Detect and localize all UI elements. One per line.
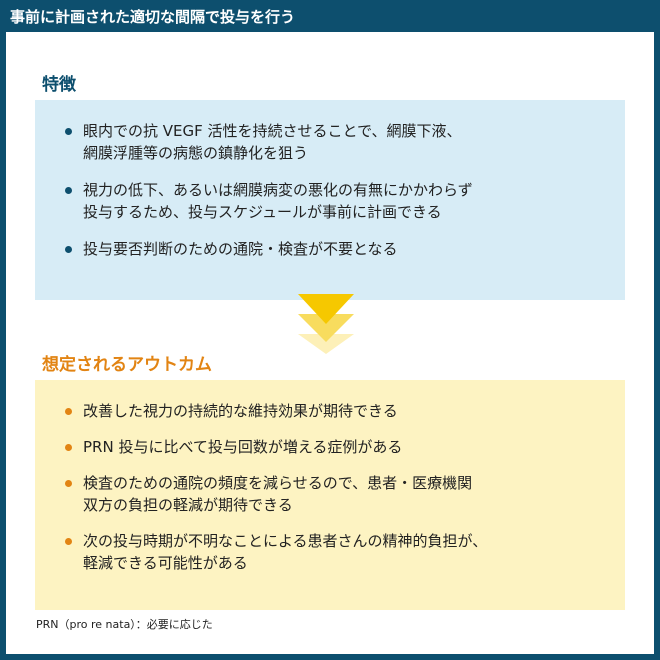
bullet-icon xyxy=(65,408,72,415)
feature-line: 投与要否判断のための通院・検査が不要となる xyxy=(83,240,398,258)
outcome-item: PRN 投与に比べて投与回数が増える症例がある xyxy=(65,436,625,458)
outcome-item: 改善した視力の持続的な維持効果が期待できる xyxy=(65,400,625,422)
outcome-line: 軽減できる可能性がある xyxy=(83,554,248,572)
outcome-line: 双方の負担の軽減が期待できる xyxy=(83,496,293,514)
bullet-icon xyxy=(65,444,72,451)
chevron-arrow-light xyxy=(298,334,354,354)
figure-header: 事前に計画された適切な間隔で投与を行う xyxy=(6,0,654,32)
feature-item: 視力の低下、あるいは網膜病変の悪化の有無にかかわらず 投与するため、投与スケジュ… xyxy=(65,179,625,223)
feature-line: 視力の低下、あるいは網膜病変の悪化の有無にかかわらず xyxy=(83,181,473,199)
outcome-item: 検査のための通院の頻度を減らせるので、患者・医療機関 双方の負担の軽減が期待でき… xyxy=(65,472,625,516)
bullet-icon xyxy=(65,128,72,135)
bullet-icon xyxy=(65,187,72,194)
outcomes-box: 改善した視力の持続的な維持効果が期待できる PRN 投与に比べて投与回数が増える… xyxy=(35,380,625,610)
bullet-icon xyxy=(65,246,72,253)
bullet-icon xyxy=(65,538,72,545)
features-list: 眼内での抗 VEGF 活性を持続させることで、網膜下液、 網膜浮腫等の病態の鎮静… xyxy=(35,100,625,260)
feature-item: 眼内での抗 VEGF 活性を持続させることで、網膜下液、 網膜浮腫等の病態の鎮静… xyxy=(65,120,625,164)
chevron-arrow-mid xyxy=(298,314,354,342)
outcome-line: 改善した視力の持続的な維持効果が期待できる xyxy=(83,402,398,420)
down-chevron-arrows-icon xyxy=(298,294,354,354)
feature-line: 投与するため、投与スケジュールが事前に計画できる xyxy=(83,203,442,221)
feature-line: 眼内での抗 VEGF 活性を持続させることで、網膜下液、 xyxy=(83,122,462,140)
chevron-arrow-main xyxy=(298,294,354,324)
bullet-icon xyxy=(65,480,72,487)
outcomes-title: 想定されるアウトカム xyxy=(42,355,212,375)
feature-line: 網膜浮腫等の病態の鎮静化を狙う xyxy=(83,144,309,162)
features-title: 特徴 xyxy=(42,75,76,95)
content-panel: 特徴 眼内での抗 VEGF 活性を持続させることで、網膜下液、 網膜浮腫等の病態… xyxy=(6,32,654,654)
outcome-item: 次の投与時期が不明なことによる患者さんの精神的負担が、 軽減できる可能性がある xyxy=(65,530,625,574)
footnote: PRN（pro re nata）：必要に応じた xyxy=(36,618,213,631)
features-box: 眼内での抗 VEGF 活性を持続させることで、網膜下液、 網膜浮腫等の病態の鎮静… xyxy=(35,100,625,300)
outcome-line: 次の投与時期が不明なことによる患者さんの精神的負担が、 xyxy=(83,532,488,550)
outcome-line: PRN 投与に比べて投与回数が増える症例がある xyxy=(83,438,403,456)
feature-item: 投与要否判断のための通院・検査が不要となる xyxy=(65,238,625,260)
outcomes-list: 改善した視力の持続的な維持効果が期待できる PRN 投与に比べて投与回数が増える… xyxy=(35,380,625,574)
figure-title: 事前に計画された適切な間隔で投与を行う xyxy=(10,7,296,26)
outcome-line: 検査のための通院の頻度を減らせるので、患者・医療機関 xyxy=(83,474,473,492)
